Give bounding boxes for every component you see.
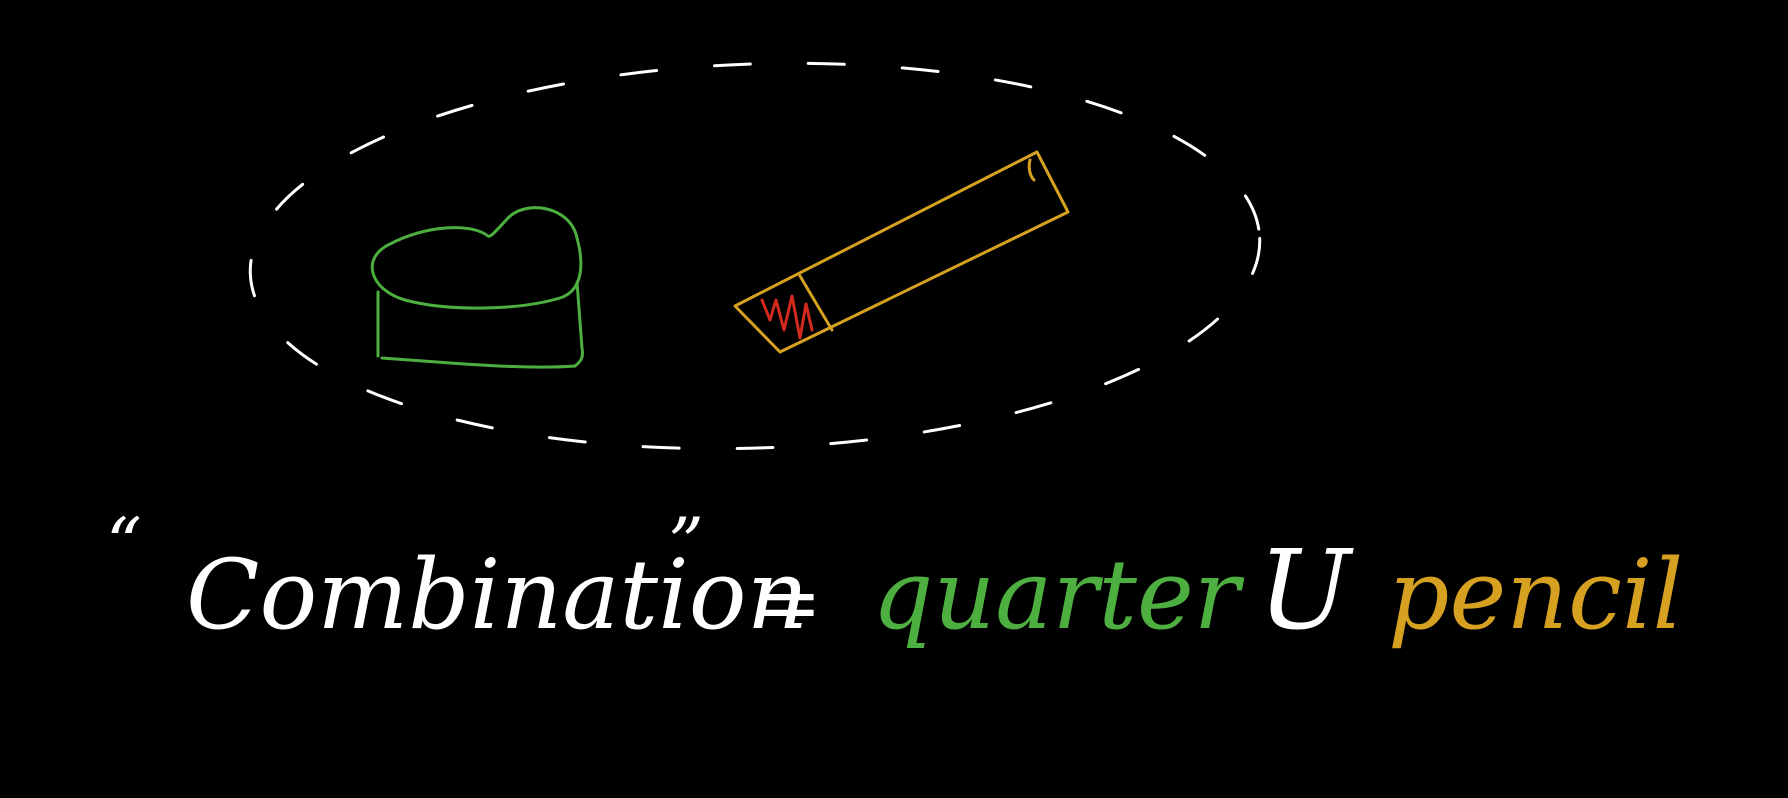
equals-sign: = [755, 556, 822, 649]
close-quote: ” [668, 503, 704, 585]
quarter-term: quarter [872, 539, 1245, 651]
pencil-icon [733, 150, 1070, 354]
open-quote: “ [106, 503, 142, 585]
pencil-eraser-scribble [760, 294, 814, 340]
pencil-term: pencil [1388, 539, 1683, 651]
combination-word: Combination [186, 539, 808, 651]
union-symbol: U [1258, 526, 1354, 654]
quarter-coin-icon [370, 206, 584, 369]
grouping-dashed-ellipse [248, 61, 1262, 451]
